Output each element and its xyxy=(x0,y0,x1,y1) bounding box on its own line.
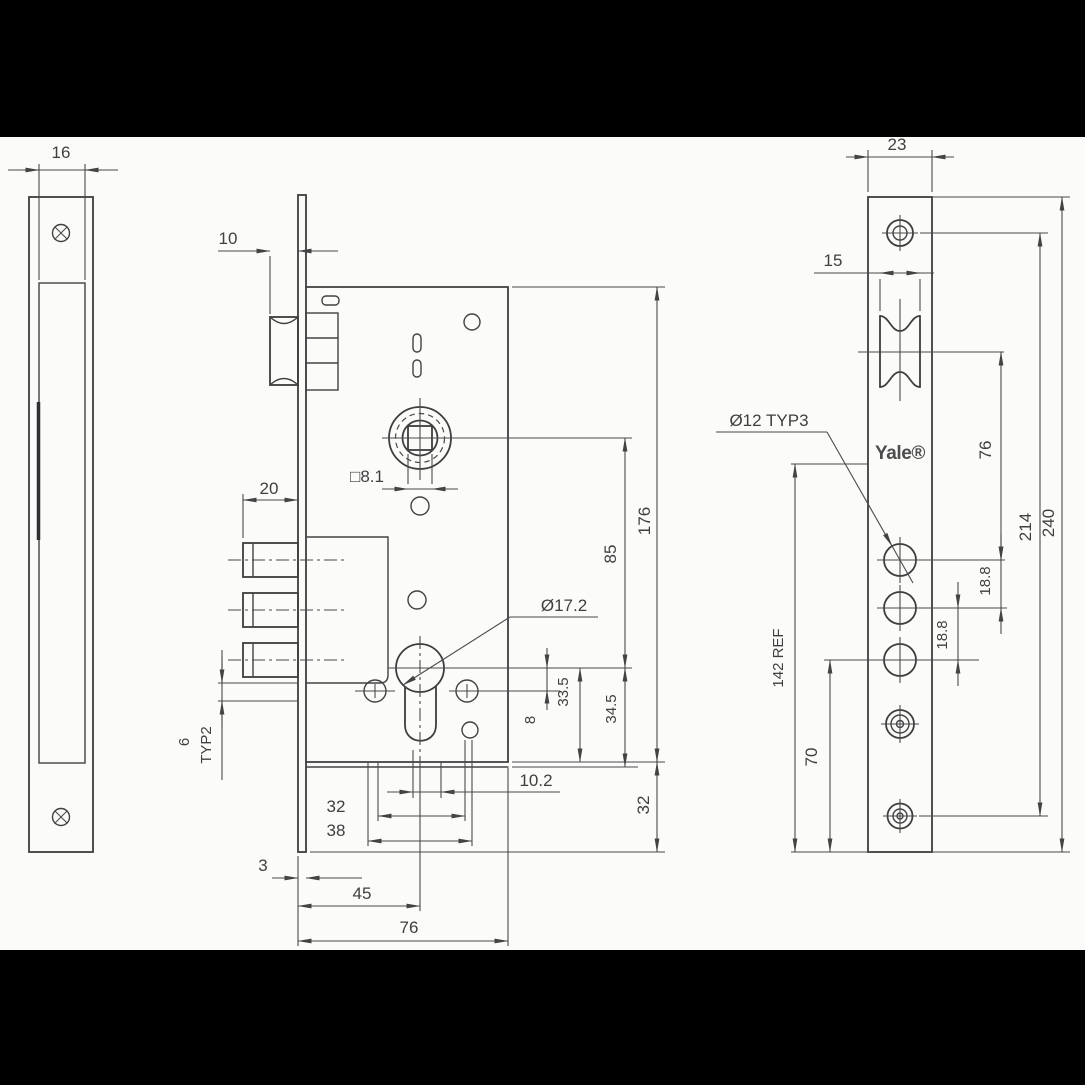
small-slot-upper xyxy=(412,333,422,353)
dim-bolt-protrusion: 20 xyxy=(242,479,299,538)
dim-cyl-to-screw-label: 8 xyxy=(522,716,539,724)
front-top-screw-hole xyxy=(882,215,1048,251)
dim-reference-height-label: 142 REF xyxy=(770,628,787,687)
dim-case-to-faceplate-bottom-label: 32 xyxy=(634,796,653,815)
extension-lines-bottom xyxy=(297,740,665,946)
dim-cyl-to-screw: 8 xyxy=(522,648,550,724)
latch-bolt xyxy=(269,312,339,391)
dim-case-height-label: 176 xyxy=(635,507,654,535)
right-dim-chain: 176 85 34.5 33.5 8 32 xyxy=(512,286,665,853)
dim-side-width-label: 16 xyxy=(52,143,71,162)
dim-case-depth-label: 76 xyxy=(400,918,419,937)
dim-latch-cutout-width: 15 xyxy=(814,251,934,311)
case-hole-top-right xyxy=(463,313,481,331)
dim-case-height: 176 xyxy=(635,286,660,763)
dim-hole-spacing: 38 xyxy=(327,821,473,844)
dim-latch-to-first-hole-label: 76 xyxy=(976,441,995,460)
fixing-screw-left xyxy=(355,679,395,703)
dim-faceplate-height: 240 xyxy=(1039,196,1065,853)
dim-faceplate-thickness-label: 3 xyxy=(258,856,267,875)
faceplate-edge xyxy=(297,194,307,853)
dim-hole-callout-label: Ø12 TYP3 xyxy=(729,411,808,430)
dim-follower-square-label: □8.1 xyxy=(350,467,384,486)
faceplate-side-outline xyxy=(28,196,94,853)
dim-latch-to-first-hole: 76 xyxy=(976,351,1004,561)
dim-hole-spacing-label: 38 xyxy=(327,821,346,840)
cylinder-fixing-holes xyxy=(824,537,1007,683)
dim-typ2: 6 TYP2 xyxy=(176,650,225,780)
dim-faceplate-height-label: 240 xyxy=(1039,509,1058,537)
yale-logo: Yale® xyxy=(875,443,925,464)
dim-latch-protrusion-label: 10 xyxy=(219,229,238,248)
dim-faceplate-width: 23 xyxy=(846,135,954,192)
dim-latch-protrusion: 10 xyxy=(218,229,338,314)
hole-below-follower xyxy=(410,496,430,516)
front-bottom-screw-hole xyxy=(883,799,1048,833)
dim-latch-cutout-width-label: 15 xyxy=(824,251,843,270)
dim-faceplate-width-label: 23 xyxy=(888,135,907,154)
dim-case-to-faceplate-bottom: 32 xyxy=(634,761,660,853)
dim-backset-label: 45 xyxy=(353,884,372,903)
dim-screw-spacing-label: 32 xyxy=(327,797,346,816)
spindle-follower-hub xyxy=(382,398,632,480)
front-view: 23 15 Yale® xyxy=(716,135,1070,853)
dim-case-depth: 76 xyxy=(297,918,509,944)
latch-cutout xyxy=(858,299,1004,401)
side-view: 16 xyxy=(8,143,118,853)
small-slot-lower xyxy=(412,359,422,378)
dim-typ2-note-label: TYP2 xyxy=(198,726,215,764)
deadbolt-housing xyxy=(218,536,389,702)
main-view: □8.1 Ø17.2 xyxy=(176,194,665,946)
dim-lower-hole-to-bottom-label: 70 xyxy=(802,748,821,767)
dim-screw-spacing: 32 xyxy=(327,797,466,819)
deadbolt-pins xyxy=(228,542,348,678)
callout-cylinder-diameter: Ø17.2 xyxy=(402,596,598,686)
dim-lower-hole-to-bottom: 70 xyxy=(802,659,833,853)
case-outline xyxy=(305,286,509,763)
dim-side-width: 16 xyxy=(8,143,118,280)
dim-follower-square: □8.1 xyxy=(350,454,458,492)
dim-reference-height: 142 REF xyxy=(770,463,798,853)
side-bottom-screw-hole xyxy=(51,807,71,827)
dim-typ2-value-label: 6 xyxy=(176,738,193,746)
dim-cylinder-diameter-label: Ø17.2 xyxy=(541,596,587,615)
dim-cyl-to-case-bottom-label: 34.5 xyxy=(603,694,620,723)
dim-screw-offset: 10.2 xyxy=(387,771,560,795)
dim-screw-to-screw-label: 214 xyxy=(1016,513,1035,541)
case-hole-middle xyxy=(407,590,427,610)
dim-hole-pitch-lower: 18.8 xyxy=(934,582,961,686)
dim-screw-to-screw: 214 xyxy=(1016,232,1043,817)
dim-hole-pitch-upper: 18.8 xyxy=(977,534,1004,634)
dim-cyl-to-case-bottom: 34.5 xyxy=(603,667,628,768)
callout-hole-diameter: Ø12 TYP3 xyxy=(716,411,914,584)
faceplate-front-outline xyxy=(867,196,933,853)
dim-follower-to-cylinder: 85 xyxy=(601,437,628,669)
dim-hole-pitch-lower-label: 18.8 xyxy=(934,620,951,649)
hole-below-screw xyxy=(461,721,479,739)
drawing-sheet xyxy=(0,137,1085,950)
dim-follower-to-cylinder-label: 85 xyxy=(601,545,620,564)
side-top-screw-hole xyxy=(51,223,71,243)
dim-bolt-protrusion-label: 20 xyxy=(260,479,279,498)
euro-cylinder-hole xyxy=(388,636,632,758)
front-mid-screw-hole xyxy=(881,705,919,743)
dim-cyl-to-plate-bottom: 33.5 xyxy=(555,667,583,763)
dim-screw-offset-label: 10.2 xyxy=(519,771,552,790)
dim-cyl-to-plate-bottom-label: 33.5 xyxy=(555,677,572,706)
fixing-screw-right xyxy=(449,679,560,703)
top-slot xyxy=(321,295,340,306)
dim-faceplate-thickness: 3 xyxy=(258,856,362,881)
dim-hole-pitch-upper-label: 18.8 xyxy=(977,566,994,595)
dim-backset: 45 xyxy=(297,884,421,909)
